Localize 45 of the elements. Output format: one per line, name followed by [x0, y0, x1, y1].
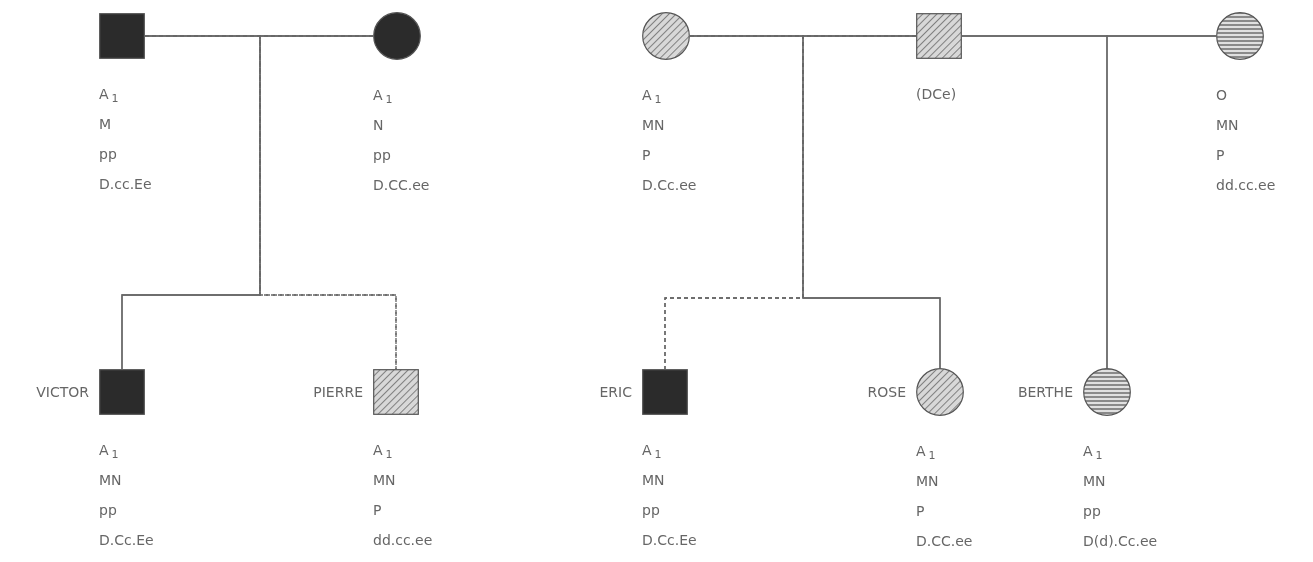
- genotype-text: P: [642, 146, 651, 164]
- genotype-text: D.cc.Ee: [99, 175, 152, 193]
- genotype-text: A$_{1}$: [99, 85, 119, 107]
- genotype-text: MN: [642, 471, 665, 489]
- genotype-text: A$_{1}$: [1083, 442, 1103, 464]
- genotype-text: D(d).Cc.ee: [1083, 532, 1158, 550]
- genotype-text: P: [1216, 146, 1225, 164]
- person-name: ERIC: [599, 383, 632, 401]
- genotype-text: A$_{1}$: [642, 441, 662, 463]
- genotype-text: P: [916, 502, 925, 520]
- person-name: PIERRE: [313, 383, 363, 401]
- person-name: BERTHE: [1017, 383, 1073, 401]
- genotype-text: A$_{1}$: [99, 441, 119, 463]
- genotype-text: MN: [99, 471, 122, 489]
- genotype-text: pp: [99, 145, 117, 163]
- genotype-text: A$_{1}$: [916, 442, 936, 464]
- descent-line: [802, 35, 941, 369]
- genotype-text: O: [1216, 86, 1228, 104]
- genotype-text: MN: [916, 472, 939, 490]
- genotype-text: A$_{1}$: [373, 86, 393, 108]
- genotype-text: (DCe): [916, 85, 957, 103]
- genotype-text: pp: [642, 501, 660, 519]
- genotype-text: MN: [1216, 116, 1239, 134]
- genotype-text: P: [373, 501, 382, 519]
- genotype-text: pp: [373, 146, 391, 164]
- genotype-text: D.CC.ee: [916, 532, 973, 550]
- genotype-text: MN: [373, 471, 396, 489]
- genotype-text: D.Cc.Ee: [99, 531, 154, 549]
- genotype-text: D.CC.ee: [373, 176, 430, 194]
- descent-line: [1106, 35, 1217, 369]
- genotype-text: A$_{1}$: [642, 86, 662, 108]
- dashed-descent-line: [144, 35, 397, 370]
- genotype-text: MN: [1083, 472, 1106, 490]
- genotype-text: pp: [1083, 502, 1101, 520]
- genotype-text: D.Cc.Ee: [642, 531, 697, 549]
- genotype-text: M: [99, 115, 112, 133]
- genotype-text: pp: [99, 501, 117, 519]
- genotype-text: N: [373, 116, 384, 134]
- genotype-text: MN: [642, 116, 665, 134]
- genotype-text: dd.cc.ee: [373, 531, 433, 549]
- genotype-text: dd.cc.ee: [1216, 176, 1276, 194]
- person-name: VICTOR: [36, 383, 89, 401]
- person-name: ROSE: [867, 383, 906, 401]
- genotype-text: A$_{1}$: [373, 441, 393, 463]
- genotype-text: D.Cc.ee: [642, 176, 697, 194]
